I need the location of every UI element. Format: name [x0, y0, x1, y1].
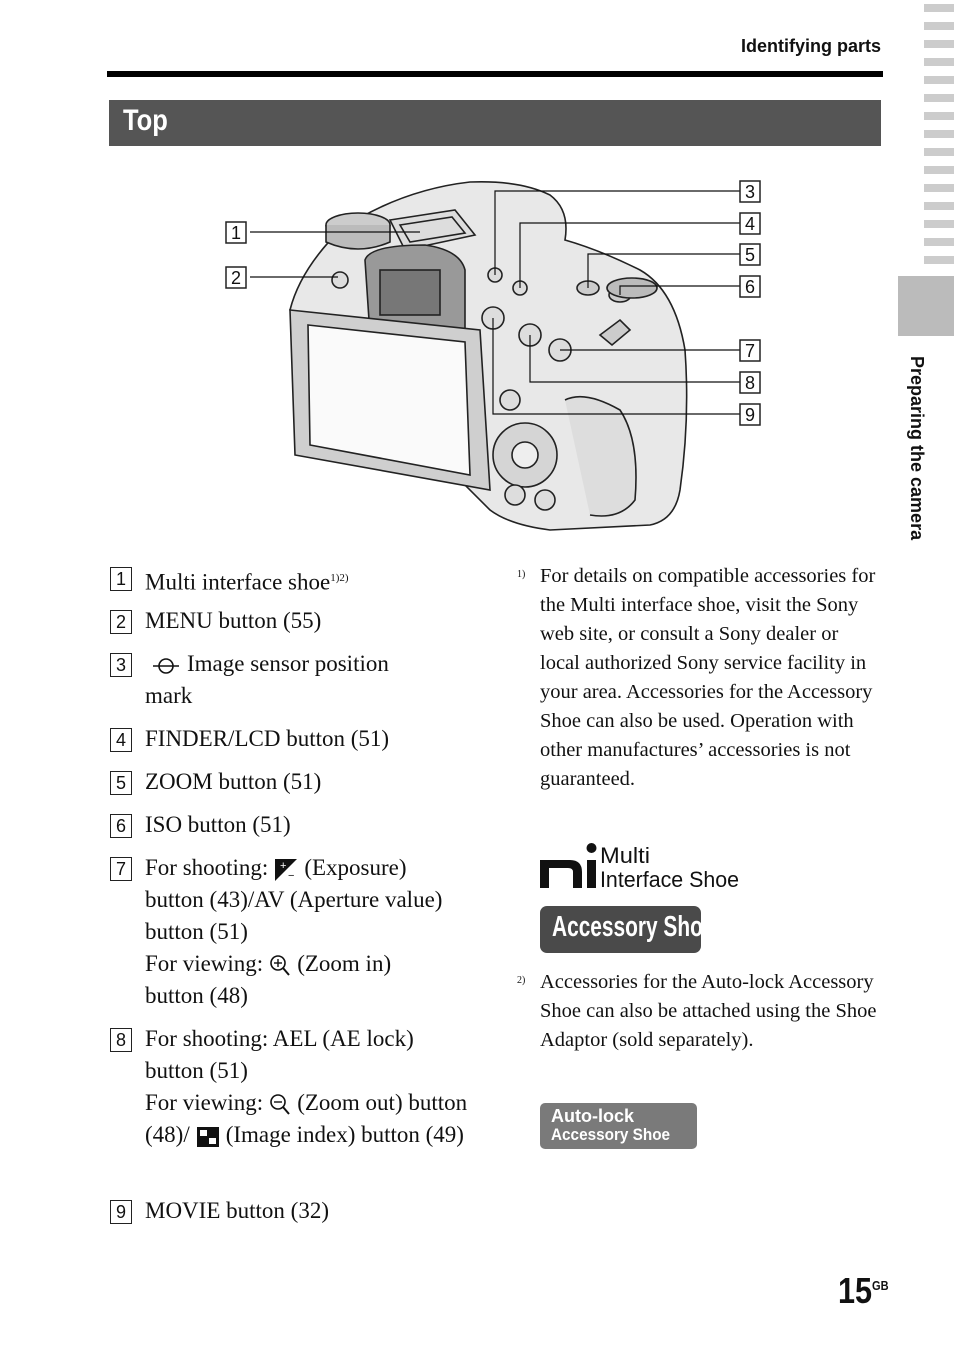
list-item: 6 ISO button (51): [110, 809, 470, 841]
exposure-icon: +−: [275, 858, 298, 882]
zoom-in-icon: [270, 954, 290, 976]
list-item: 1 Multi interface shoe1)2): [110, 562, 470, 599]
side-tab-active: [898, 276, 954, 336]
item-text: For viewing:: [145, 951, 264, 976]
item-text: (Zoom out) button (48)/: [145, 1090, 468, 1147]
camera-top-illustration: 1 2 3 4 5 6 7 8 9: [225, 180, 761, 531]
callout-5: 5: [739, 243, 761, 266]
accessory-shoe-label: Accessory Shoe: [552, 911, 715, 943]
footnote-text: For details on compatible accessories fo…: [540, 565, 876, 790]
list-item: 7 For shooting:+−(Exposure) button (43)/…: [110, 852, 455, 1012]
auto-lock-label: Auto-lock: [551, 1106, 634, 1126]
item-text: ZOOM button (51): [145, 769, 322, 794]
auto-lock-accessory-shoe-badge: Auto-lock Accessory Shoe: [540, 1103, 697, 1149]
svg-text:1: 1: [231, 223, 241, 243]
footnote-ref: 1)2): [330, 572, 349, 584]
footnote-1: 1) For details on compatible accessories…: [517, 562, 882, 794]
side-thumb-index: [924, 0, 954, 270]
callout-3: 3: [739, 180, 761, 203]
item-text: MOVIE button (32): [145, 1198, 329, 1223]
accessory-shoe-badge: Accessory Shoe: [540, 906, 714, 953]
item-text: (Exposure) button (43)/AV (Aperture valu…: [145, 855, 443, 944]
item-text: Image sensor position mark: [145, 651, 389, 708]
svg-text:8: 8: [745, 373, 755, 393]
svg-text:3: 3: [745, 182, 755, 202]
item-number: 2: [110, 610, 132, 634]
item-number: 5: [110, 771, 132, 795]
svg-text:6: 6: [745, 277, 755, 297]
section-heading-bar: Top: [109, 100, 881, 146]
image-sensor-mark-icon: [153, 657, 179, 674]
callout-2: 2: [225, 266, 247, 289]
item-number: 9: [110, 1200, 132, 1224]
item-number: 3: [110, 653, 132, 677]
footnote-mark: 1): [517, 569, 526, 580]
page-number-value: 15: [838, 1270, 873, 1311]
page-region-suffix: GB: [872, 1278, 889, 1293]
multi-interface-shoe-logo: Multi Interface Shoe: [540, 843, 739, 892]
item-text: (Zoom in) button (48): [145, 951, 392, 1008]
svg-text:9: 9: [745, 405, 755, 425]
list-item: 3 Image sensor position mark: [110, 648, 440, 712]
item-number: 1: [110, 567, 132, 591]
callout-6: 6: [739, 275, 761, 298]
svg-text:2: 2: [231, 268, 241, 288]
zoom-out-icon: [270, 1093, 290, 1115]
image-index-icon: [196, 1126, 219, 1147]
page-number: 15GB: [838, 1270, 889, 1312]
header-rule: [107, 71, 883, 77]
svg-text:7: 7: [745, 341, 755, 361]
footnote-2: 2) Accessories for the Auto-lock Accesso…: [517, 968, 882, 1055]
item-text: ISO button (51): [145, 812, 291, 837]
callout-1: 1: [225, 221, 247, 244]
item-text: Multi interface shoe: [145, 569, 331, 595]
auto-lock-sublabel: Accessory Shoe: [551, 1125, 671, 1144]
svg-text:4: 4: [745, 214, 755, 234]
callout-4: 4: [739, 212, 761, 235]
item-text: (Image index) button (49): [225, 1122, 464, 1147]
item-text: FINDER/LCD button (51): [145, 726, 390, 751]
side-tab-label: Preparing the camera: [907, 356, 927, 541]
item-text: For viewing:: [145, 1090, 264, 1115]
item-number: 8: [110, 1028, 132, 1052]
svg-text:Interface Shoe: Interface Shoe: [600, 867, 739, 892]
svg-text:+: +: [280, 860, 286, 872]
list-item: 8 For shooting: AEL (AE lock) button (51…: [110, 1023, 470, 1151]
callout-7: 7: [739, 339, 761, 362]
svg-text:5: 5: [745, 245, 755, 265]
svg-text:Multi: Multi: [600, 843, 650, 868]
footnote-mark: 2): [517, 975, 526, 986]
list-item: 2 MENU button (55): [110, 605, 470, 637]
running-header: Identifying parts: [740, 36, 881, 56]
item-text: MENU button (55): [145, 608, 322, 633]
callout-9: 9: [739, 403, 761, 426]
item-number: 6: [110, 814, 132, 838]
footnote-text: Accessories for the Auto-lock Accessory …: [540, 971, 877, 1051]
callout-8: 8: [739, 371, 761, 394]
svg-text:−: −: [288, 870, 294, 882]
item-text: For shooting:: [145, 855, 269, 880]
list-item: 4 FINDER/LCD button (51): [110, 723, 470, 755]
list-item: 9 MOVIE button (32): [110, 1195, 470, 1227]
item-number: 7: [110, 857, 132, 881]
list-item: 5 ZOOM button (51): [110, 766, 470, 798]
section-title: Top: [123, 104, 168, 137]
item-number: 4: [110, 728, 132, 752]
item-text: For shooting: AEL (AE lock) button (51): [145, 1026, 414, 1083]
